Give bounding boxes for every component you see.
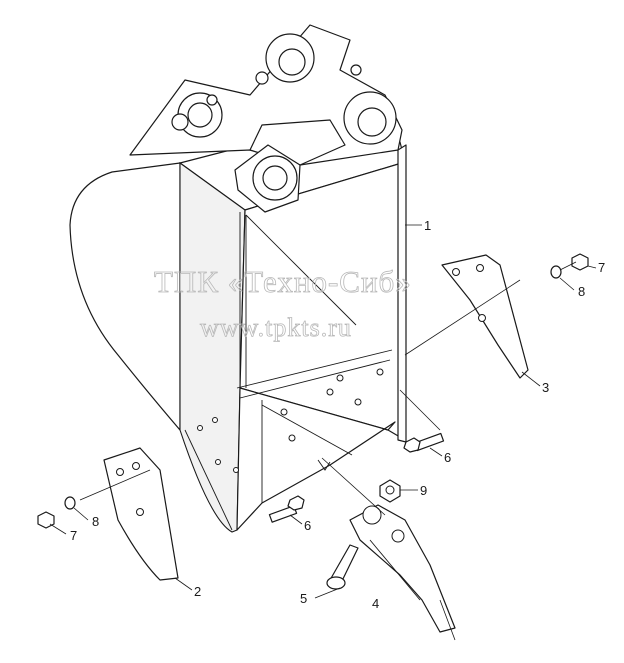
watermark-line-1: ТПК «Техно-Сиб» [154, 264, 412, 299]
watermark-line-2: www.tpkts.ru [200, 313, 352, 342]
bolt-right [403, 432, 445, 453]
callout-6-left: 6 [304, 518, 311, 533]
linkage-ears [129, 24, 403, 213]
side-cutter-right [441, 254, 529, 379]
bolt-left [268, 495, 305, 523]
callout-4: 4 [372, 596, 379, 611]
assembly-lines [79, 261, 577, 516]
callout-8-right: 8 [578, 284, 585, 299]
callout-1: 1 [424, 218, 431, 233]
callout-2: 2 [194, 584, 201, 599]
bucket-body [69, 141, 407, 533]
nut-washer-right [550, 253, 589, 279]
callout-numbers: 1 2 3 4 5 6 6 7 7 8 8 9 [70, 218, 605, 611]
nut-part-9 [379, 479, 401, 503]
callout-9: 9 [420, 483, 427, 498]
callout-leaders [49, 224, 597, 641]
callout-7-left: 7 [70, 528, 77, 543]
callout-8-left: 8 [92, 514, 99, 529]
callout-5: 5 [300, 591, 307, 606]
nut-washer-left [37, 496, 76, 529]
callout-3: 3 [542, 380, 549, 395]
side-cutter-left [103, 447, 179, 581]
bucket-tooth [349, 504, 456, 633]
tooth-pin [326, 544, 359, 590]
callout-6-right: 6 [444, 450, 451, 465]
callout-7-right: 7 [598, 260, 605, 275]
